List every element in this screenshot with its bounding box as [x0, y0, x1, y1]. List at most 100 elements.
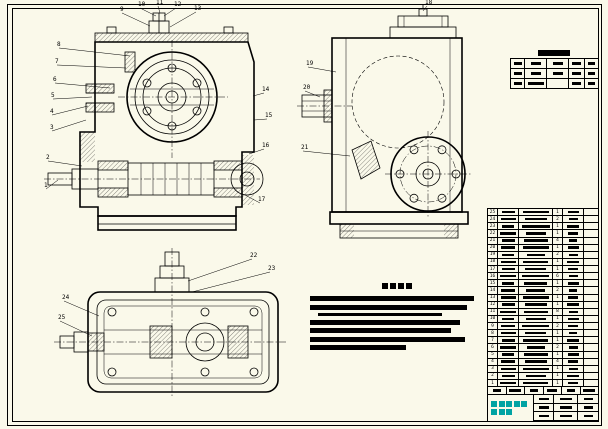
text-glyph-block — [498, 409, 505, 416]
text-glyph-block — [513, 400, 520, 407]
bom-cell: 15 — [488, 280, 498, 287]
text-bar — [501, 360, 515, 363]
text-bar — [567, 282, 579, 285]
bom-cell — [563, 223, 584, 230]
text-bar — [523, 239, 548, 242]
bom-cell — [498, 251, 519, 258]
bom-cell — [563, 258, 584, 265]
bom-cell — [563, 330, 584, 337]
bom-cell: 5 — [488, 351, 498, 358]
text-bar — [588, 72, 595, 75]
bom-cell — [584, 373, 598, 379]
text-bar — [522, 296, 549, 299]
technical-requirement-line — [310, 328, 451, 333]
title-block-grid-cell — [578, 395, 598, 404]
text-bar — [568, 324, 578, 328]
text-bar — [521, 225, 550, 228]
title-block-grid-cell — [534, 395, 554, 404]
spec-table-cell — [525, 79, 547, 89]
text-bar — [569, 289, 577, 292]
text-bar — [567, 353, 579, 356]
bom-row: 15 1 — [488, 280, 598, 288]
drawing-title — [488, 395, 534, 421]
title-block-header-cell — [488, 387, 507, 394]
bom-cell — [498, 230, 519, 237]
bom-cell: 1 — [553, 209, 563, 216]
text-bar — [502, 225, 514, 228]
bom-cell: 1 — [488, 380, 498, 387]
bom-cell — [519, 287, 553, 294]
bom-cell — [519, 251, 553, 258]
title-block-main — [488, 395, 598, 421]
text-glyph-block — [398, 283, 404, 289]
text-bar — [525, 267, 546, 271]
bom-cell — [563, 351, 584, 358]
part-callout-25: 25 — [58, 314, 66, 321]
spec-table-cell — [585, 59, 599, 69]
text-bar — [500, 274, 516, 278]
bom-cell: 1 — [553, 280, 563, 287]
text-bar — [522, 367, 549, 371]
bom-cell: 1 — [553, 301, 563, 308]
bom-cell — [498, 351, 519, 358]
spec-table-cell — [547, 79, 569, 89]
bom-cell — [563, 323, 584, 330]
text-bar — [522, 246, 549, 249]
bom-cell — [584, 209, 598, 215]
spec-table-grid — [510, 58, 599, 89]
bom-cell: 1 — [553, 330, 563, 337]
bom-cell — [584, 380, 598, 386]
text-bar — [567, 225, 579, 228]
text-bar — [568, 346, 578, 349]
bom-cell — [519, 280, 553, 287]
bom-cell — [563, 251, 584, 258]
part-callout-15: 15 — [265, 112, 273, 119]
bom-cell — [584, 252, 598, 258]
bom-cell — [498, 258, 519, 265]
bom-cell — [498, 280, 519, 287]
text-bar — [522, 324, 549, 328]
bom-cell: 8 — [488, 330, 498, 337]
text-bar — [567, 246, 579, 249]
bom-cell — [519, 216, 553, 223]
text-bar — [509, 389, 522, 392]
bom-cell: 2 — [553, 344, 563, 351]
bom-cell — [563, 308, 584, 315]
bom-cell — [584, 352, 598, 358]
bom-cell — [584, 316, 598, 322]
bom-cell — [498, 330, 519, 337]
bom-cell — [498, 380, 519, 387]
bom-cell: 4 — [488, 358, 498, 365]
part-callout-12: 12 — [174, 1, 182, 8]
bom-cell: 1 — [553, 351, 563, 358]
bom-cell: 7 — [488, 337, 498, 344]
text-bar — [523, 381, 548, 385]
text-bar — [552, 72, 563, 75]
text-bar — [501, 239, 515, 242]
text-bar — [501, 339, 515, 342]
bom-cell: 2 — [488, 372, 498, 379]
bom-cell — [519, 351, 553, 358]
bom-cell — [563, 216, 584, 223]
part-callout-6: 6 — [53, 76, 57, 83]
bom-cell — [584, 245, 598, 251]
bom-cell: 1 — [553, 258, 563, 265]
text-bar — [530, 72, 541, 75]
bom-cell — [498, 337, 519, 344]
bom-cell: 1 — [553, 380, 563, 387]
part-callout-20: 20 — [303, 84, 311, 91]
text-bar — [502, 317, 514, 321]
text-bar — [568, 367, 578, 371]
bom-cell — [563, 358, 584, 365]
text-bar — [567, 374, 579, 378]
